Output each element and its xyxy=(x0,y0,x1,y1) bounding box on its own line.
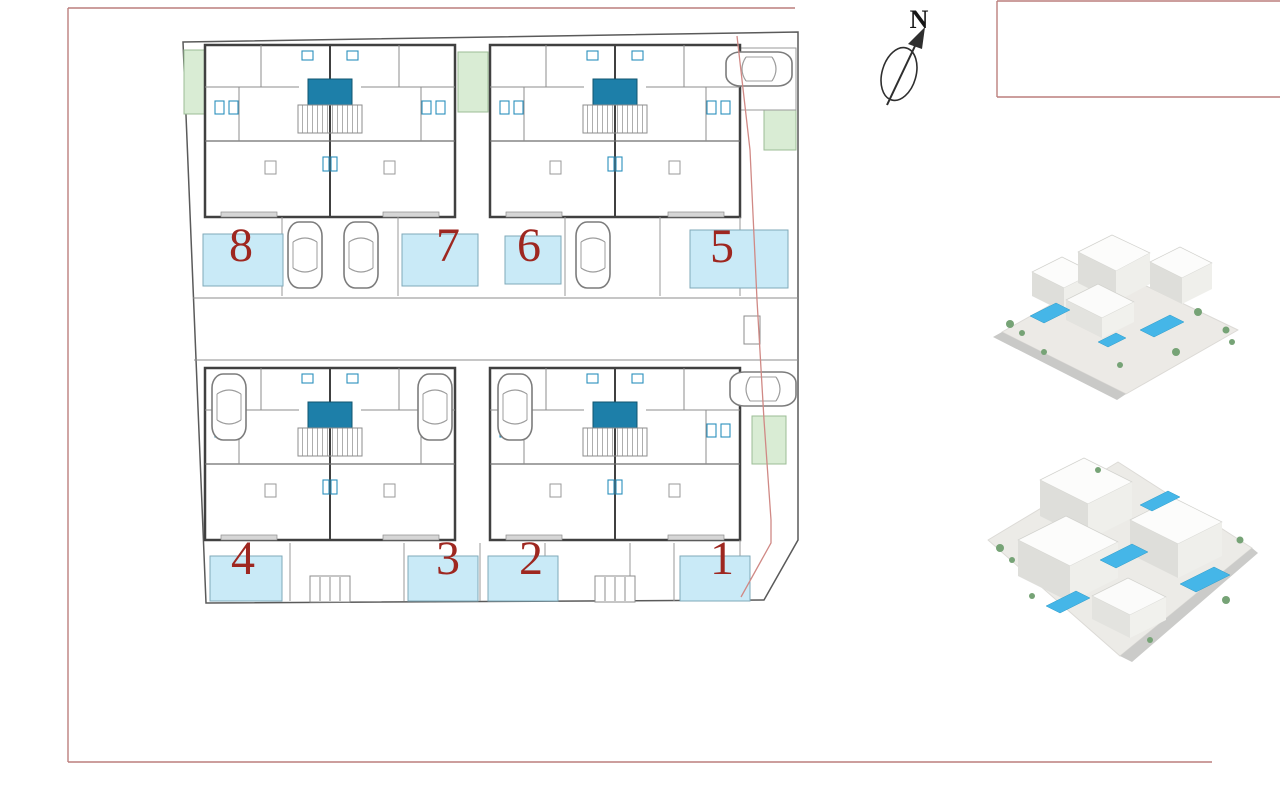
aerial-render-top xyxy=(993,234,1239,400)
aerial-render-bottom xyxy=(987,457,1258,662)
pool-unit-7 xyxy=(401,233,479,287)
render-pools xyxy=(1029,302,1185,348)
road-band xyxy=(193,297,798,361)
unit-number-5: 5 xyxy=(710,220,734,273)
car-icon xyxy=(211,373,247,441)
duplex-units-8-7 xyxy=(203,43,457,219)
unit-number-1: 1 xyxy=(710,532,734,585)
unit-number-8: 8 xyxy=(229,219,253,272)
pools xyxy=(202,229,789,602)
north-arrow-icon xyxy=(880,27,925,106)
site-plan xyxy=(182,31,799,604)
green-patch xyxy=(751,415,787,465)
unit-number-7: 7 xyxy=(436,219,460,272)
pool-unit-2 xyxy=(487,555,559,602)
green-patch xyxy=(457,51,489,113)
render-pools xyxy=(1045,490,1231,614)
pool-unit-4 xyxy=(209,555,283,602)
pool-unit-8 xyxy=(202,233,284,287)
car-icon xyxy=(725,51,793,87)
car-icon xyxy=(343,221,379,289)
car-icon xyxy=(417,373,453,441)
unit-number-6: 6 xyxy=(517,219,541,272)
entry-steps xyxy=(309,575,636,603)
car-icon xyxy=(575,221,611,289)
render-greenery xyxy=(996,467,1244,643)
pool-unit-5 xyxy=(689,229,789,289)
car-icon xyxy=(497,373,533,441)
unit-number-3: 3 xyxy=(436,532,460,585)
render-greenery xyxy=(1006,308,1235,368)
unit-number-4: 4 xyxy=(231,532,255,585)
duplex-units-6-5 xyxy=(488,43,742,219)
car-icon xyxy=(287,221,323,289)
unit-number-2: 2 xyxy=(519,532,543,585)
north-label: N xyxy=(909,5,929,34)
page-frame-lines xyxy=(67,0,1280,763)
pool-unit-3 xyxy=(407,555,479,602)
pool-unit-6 xyxy=(504,235,562,285)
pool-unit-1 xyxy=(679,555,751,602)
property-boundary-line xyxy=(736,35,772,598)
